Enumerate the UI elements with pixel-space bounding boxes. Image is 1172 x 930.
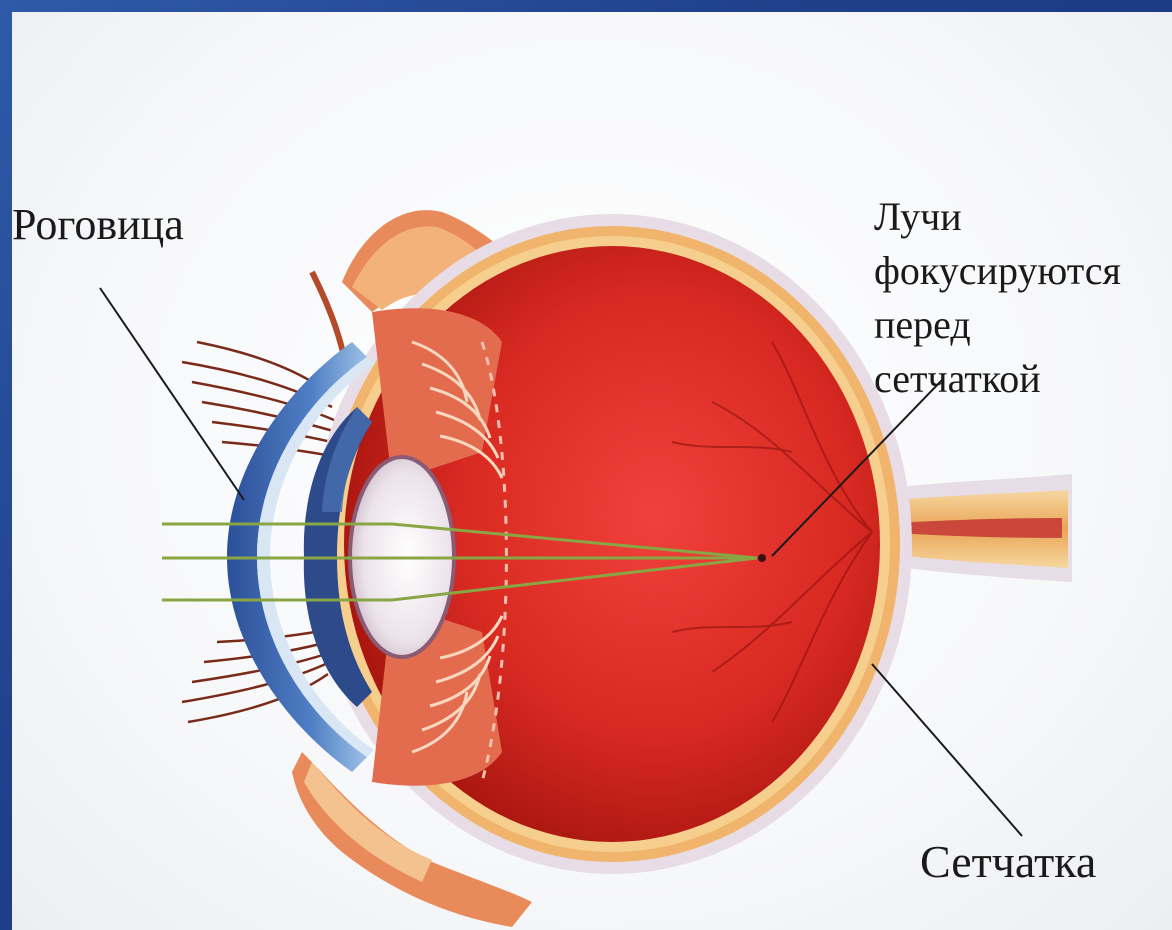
eye-diagram <box>12 12 1172 930</box>
retina-leader-line <box>872 664 1022 836</box>
cornea-leader-line <box>100 288 244 500</box>
cornea-label: Роговица <box>12 202 184 248</box>
rays-label-line-1: Лучи <box>874 190 1121 244</box>
retina-label: Сетчатка <box>920 838 1096 886</box>
rays-label-line-4: сетчаткой <box>874 352 1121 406</box>
focal-point <box>758 554 766 562</box>
rays-label-line-2: фокусируются <box>874 244 1121 298</box>
rays-focus-label: Лучи фокусируются перед сетчаткой <box>874 190 1121 406</box>
diagram-panel: Роговица Лучи фокусируются перед сетчатк… <box>12 12 1172 930</box>
rays-label-line-3: перед <box>874 298 1121 352</box>
